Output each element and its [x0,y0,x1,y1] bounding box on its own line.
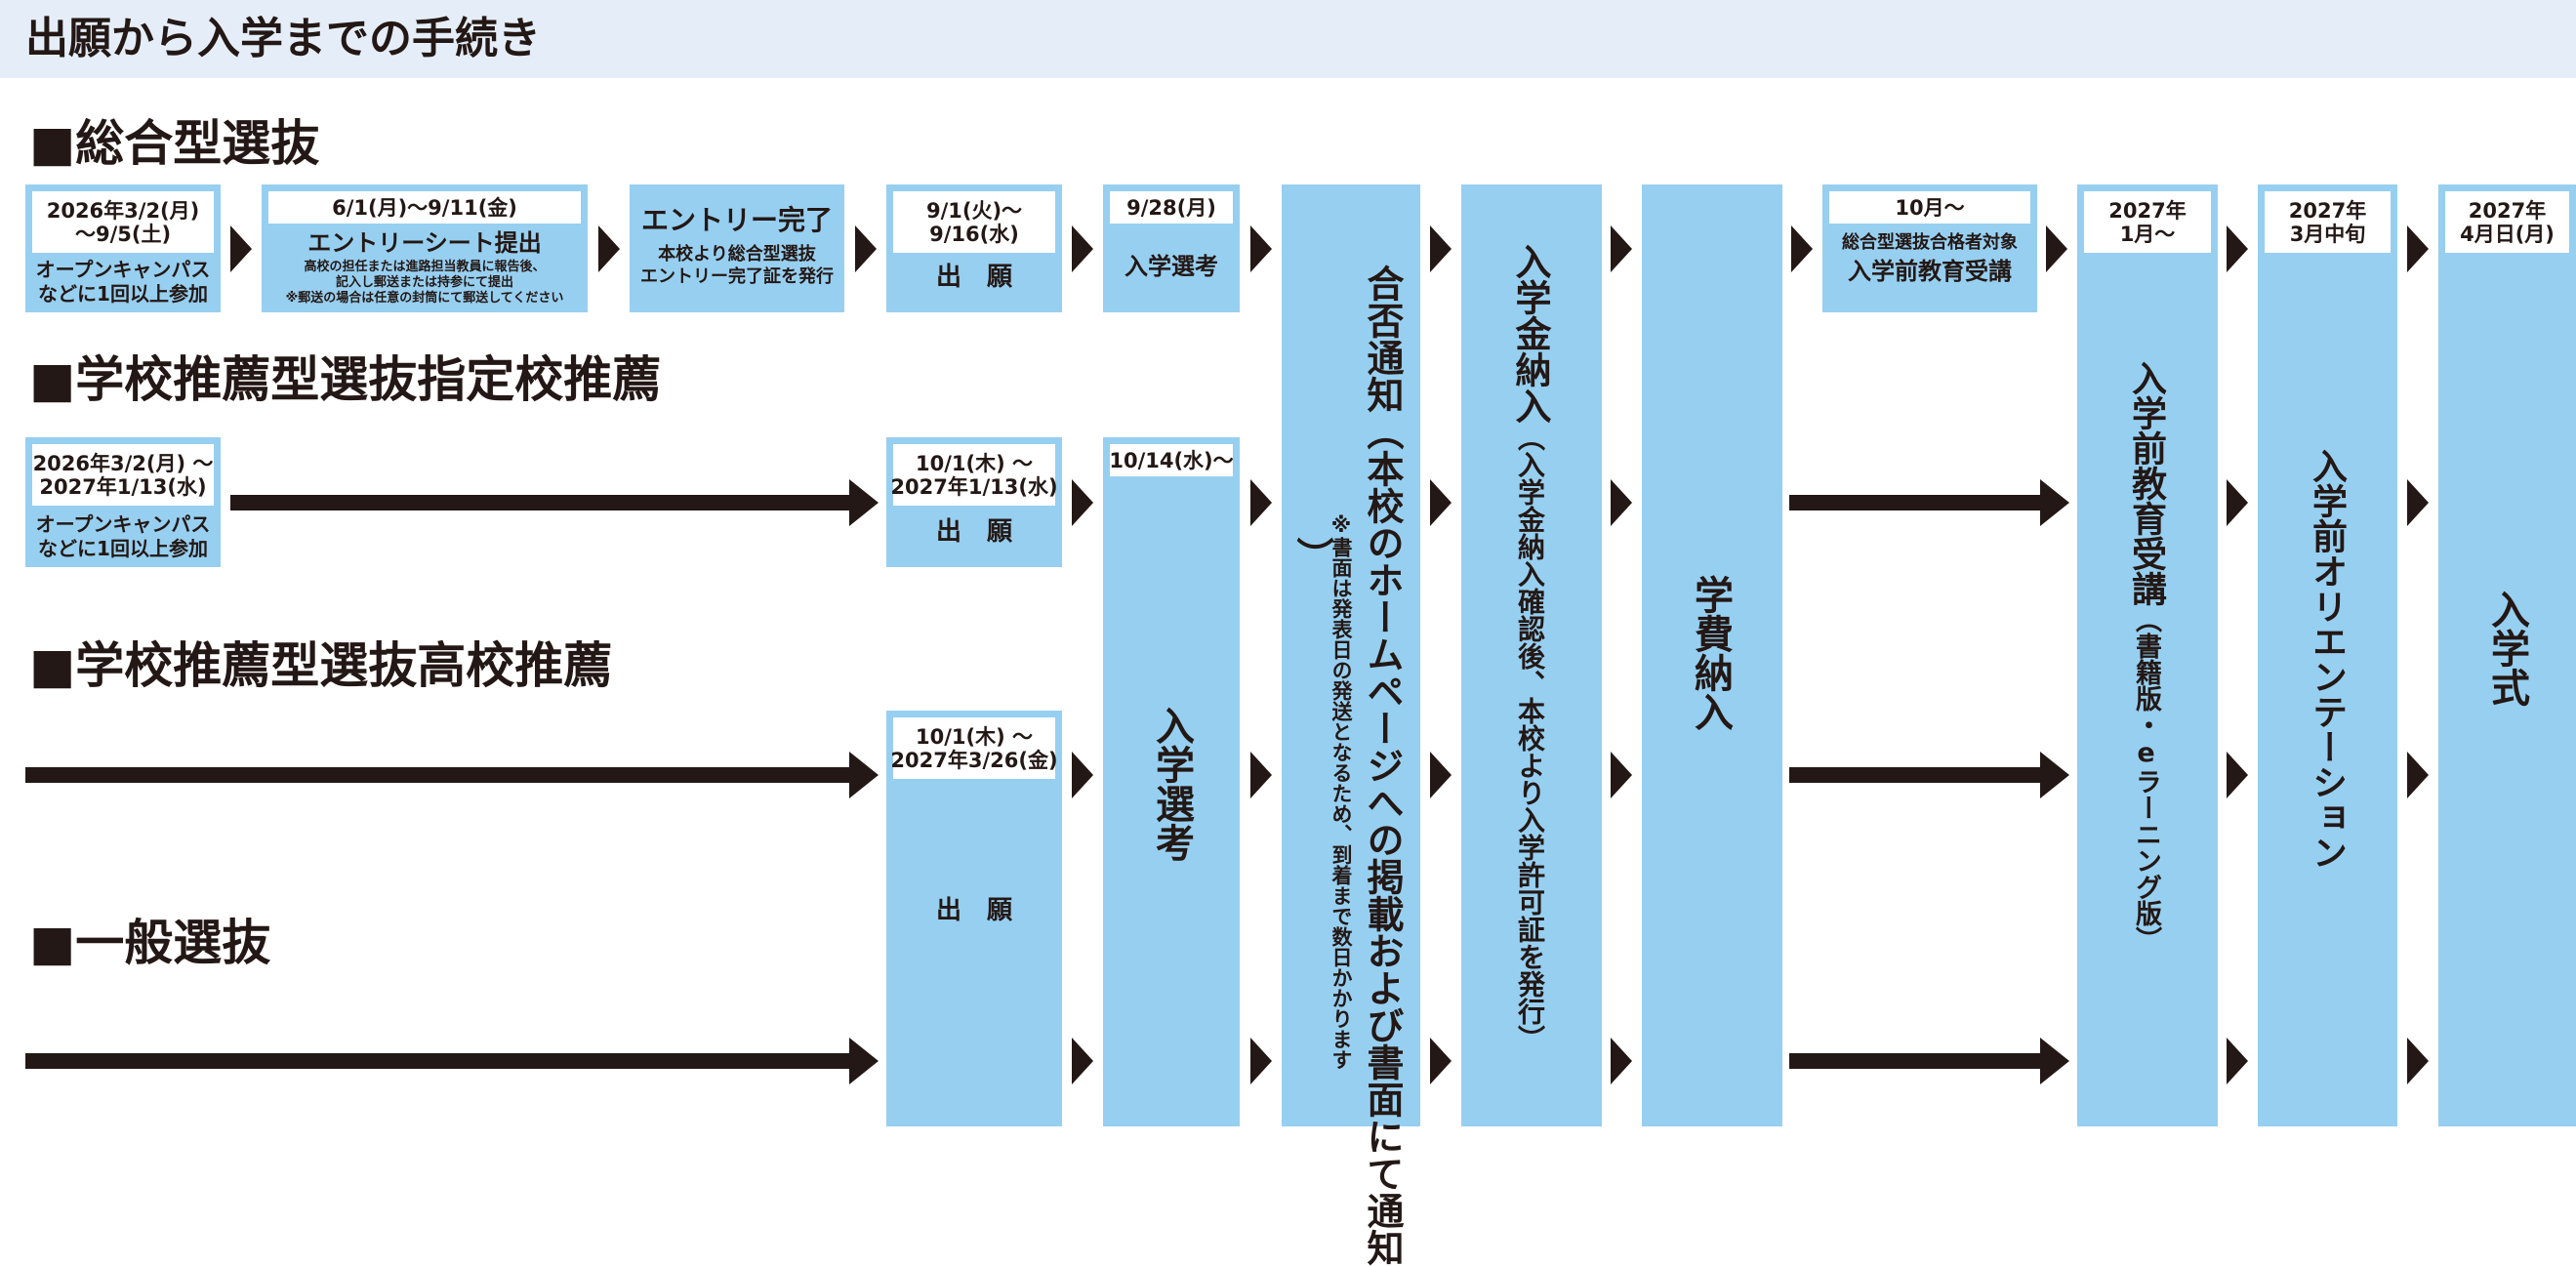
exam-column: 10/14(水)〜 入学選考 [1103,437,1240,1126]
sogo-entry-sheet-title: エントリーシート提出 [307,229,542,257]
shitei-apply-date: 10/1(木) 〜2027年1/13(水) [890,444,1058,506]
sogo-entry-done-text: 本校より総合型選抜エントリー完了証を発行 [640,244,834,287]
connector-arrow [230,225,252,272]
ippan-pre-edu-arrow [1789,1038,2069,1084]
connector-arrow [1430,479,1452,526]
sogo-entry-sheet-box: 6/1(月)〜9/11(金) エントリーシート提出 高校の担任または進路担当教員… [262,184,588,312]
sogo-apply-label: 出 願 [935,263,1012,292]
sogo-apply-box: 9/1(火)〜9/16(水) 出 願 [886,184,1062,312]
sogo-pre-edu-text: 総合型選抜合格者対象 [1842,232,2018,253]
sogo-apply-date: 9/1(火)〜9/16(水) [893,191,1055,253]
result-title: 合否通知（本校のホームページへの掲載および書面にて通知 [1361,265,1404,1266]
result-note: ※書面は発表日の発送となるため、到着まで数日かかります） [1290,513,1353,1070]
sogo-exam-date: 9/28(月) [1110,191,1233,224]
koukou-long-arrow [25,752,879,798]
connector-arrow [2046,225,2067,272]
connector-arrow [1072,1038,1093,1084]
sogo-pre-edu-label: 入学前教育受講 [1848,258,2012,285]
exam-column-label: 入学選考 [1149,706,1194,862]
section-title-ippan: ■一般選抜 [29,915,271,971]
shitei-pre-edu-arrow [1789,479,2069,526]
connector-arrow [1611,1038,1632,1084]
result-column: 合否通知（本校のホームページへの掲載および書面にて通知 ※書面は発表日の発送とな… [1282,184,1420,1266]
connector-arrow [1072,752,1093,798]
connector-arrow [598,225,620,272]
ippan-long-arrow [25,1038,879,1084]
result-column-text: 合否通知（本校のホームページへの掲載および書面にて通知 ※書面は発表日の発送とな… [1282,265,1420,1266]
koukou-pre-edu-arrow [1789,752,2069,798]
sogo-entry-done-title: エントリー完了 [640,204,833,236]
shitei-apply-label: 出 願 [935,517,1012,547]
connector-arrow [2227,479,2248,526]
connector-arrow [1430,225,1452,272]
sogo-entry-sheet-notes: 高校の担任または進路担当教員に報告後、記入し郵送または持参にて提出※郵送の場合は… [285,260,564,306]
connector-arrow [2227,752,2248,798]
orientation-label: 入学前オリエンテーション [2307,448,2347,870]
connector-arrow [1611,225,1632,272]
connector-arrow [1072,479,1093,526]
connector-arrow [1250,225,1272,272]
sogo-open-campus-text: オープンキャンパスなどに1回以上参加 [35,258,211,306]
connector-arrow [2407,225,2429,272]
koukou-apply-date: 10/1(木) 〜2027年3/26(金) [890,717,1058,779]
ceremony-label: 入学式 [2484,590,2529,707]
shitei-exam-date: 10/14(水)〜 [1109,444,1234,476]
sogo-exam-box: 9/28(月) 入学選考 [1103,184,1240,312]
connector-arrow [2407,479,2429,526]
connector-arrow [1072,225,1093,272]
connector-arrow [1250,479,1272,526]
koukou-apply-label: 出 願 [935,896,1012,925]
connector-arrow [2407,1038,2429,1084]
shitei-long-arrow [230,479,879,526]
shitei-open-campus-date: 2026年3/2(月) 〜2027年1/13(水) [32,444,214,506]
pre-edu-label: 入学前教育受講（書籍版・eラーニング版） [2126,360,2166,953]
section-title-shitei: ■学校推薦型選抜指定校推薦 [29,351,662,408]
sogo-entry-sheet-date: 6/1(月)〜9/11(金) [268,191,581,224]
connector-arrow [1250,1038,1272,1084]
header-banner: 出願から入学までの手続き [0,0,2576,78]
koukou-ippan-apply-box: 10/1(木) 〜2027年3/26(金) 出 願 [886,711,1062,1126]
tuition-column: 学費納入 [1642,184,1782,1126]
connector-arrow [1611,752,1632,798]
connector-arrow [1430,752,1452,798]
connector-arrow [1791,225,1813,272]
sogo-exam-label: 入学選考 [1124,253,1218,280]
shitei-open-campus-text: オープンキャンパスなどに1回以上参加 [35,512,211,560]
sogo-pre-edu-box: 10月〜 総合型選抜合格者対象 入学前教育受講 [1822,184,2037,312]
enroll-fee-column: 入学金納入（入学金納入確認後、本校より入学許可証を発行） [1461,184,1602,1126]
tuition-label: 学費納入 [1688,575,1733,731]
page-title: 出願から入学までの手続き [25,14,541,63]
connector-arrow [855,225,877,272]
connector-arrow [2407,752,2429,798]
enroll-fee-label: 入学金納入（入学金納入確認後、本校より入学許可証を発行） [1509,243,1551,1052]
connector-arrow [1250,752,1272,798]
shitei-open-campus-box: 2026年3/2(月) 〜2027年1/13(水) オープンキャンパスなどに1回… [25,437,221,567]
sogo-entry-done-box: エントリー完了 本校より総合型選抜エントリー完了証を発行 [630,184,844,312]
connector-arrow [1611,479,1632,526]
section-title-sogo: ■総合型選抜 [29,115,320,172]
connector-arrow [2227,1038,2248,1084]
connector-arrow [2227,225,2248,272]
sogo-open-campus-date: 2026年3/2(月)〜9/5(土) [32,191,214,253]
sogo-open-campus-box: 2026年3/2(月)〜9/5(土) オープンキャンパスなどに1回以上参加 [25,184,221,312]
sogo-pre-edu-date: 10月〜 [1829,191,2030,224]
shitei-apply-box: 10/1(木) 〜2027年1/13(水) 出 願 [886,437,1062,567]
connector-arrow [1430,1038,1452,1084]
section-title-koukou: ■学校推薦型選抜高校推薦 [29,637,613,694]
